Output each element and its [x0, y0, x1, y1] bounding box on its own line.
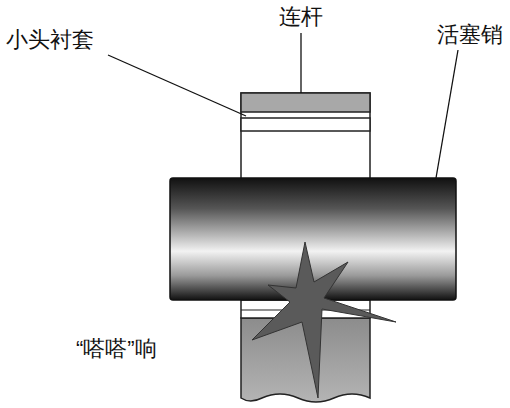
rod-top [241, 93, 370, 112]
part-label: 小头衬套 [6, 27, 94, 52]
leader-line [108, 55, 246, 116]
leader-line [300, 33, 301, 93]
bushing [241, 118, 370, 131]
part-label: 活塞销 [437, 22, 503, 47]
rod-small-end [241, 93, 370, 183]
leader-line [436, 50, 458, 178]
sound-label: “嗒嗒”响 [76, 336, 157, 361]
part-label: 连杆 [279, 4, 323, 29]
knock-mark [252, 242, 396, 398]
